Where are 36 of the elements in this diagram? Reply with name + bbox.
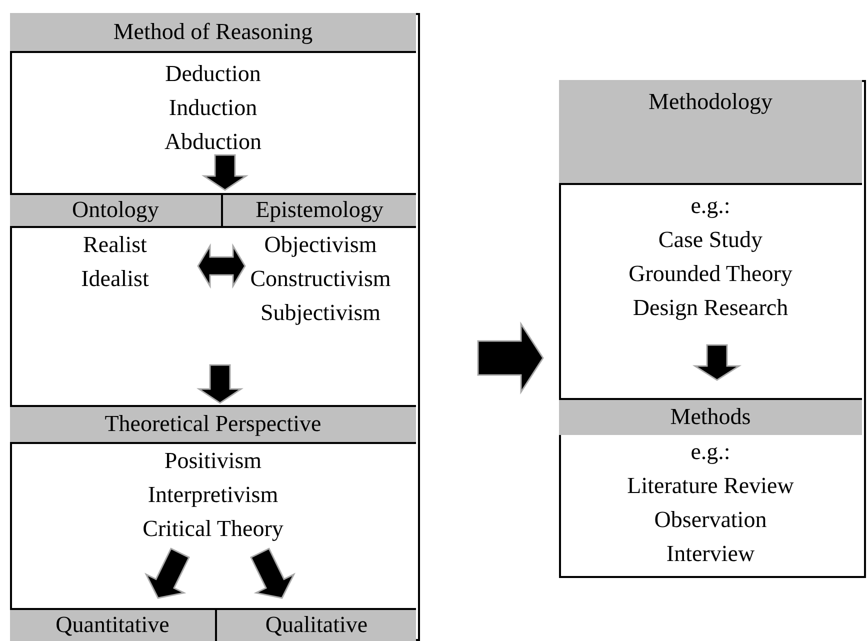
item-label: Idealist [81, 265, 149, 293]
item-label: Objectivism [264, 231, 377, 259]
block-arrow [144, 548, 190, 599]
item-label: e.g.: [690, 438, 730, 466]
item-label: Abduction [164, 128, 262, 156]
item-label: Interpretivism [148, 481, 278, 509]
item-label: Constructivism [250, 265, 391, 293]
item-label: Critical Theory [142, 515, 284, 543]
item-label: Interview [666, 540, 755, 568]
item-label: Design Research [632, 294, 788, 322]
section-header: Quantitative [10, 610, 215, 641]
item-label: Deduction [165, 60, 261, 88]
section-header: Epistemology [221, 193, 416, 228]
block-arrow [692, 344, 742, 381]
panel-box [559, 80, 866, 578]
section-header: Ontology [10, 193, 221, 228]
section-header: Qualitative [215, 610, 416, 641]
block-arrow [202, 154, 248, 191]
section-header: Methods [559, 400, 862, 435]
item-label: Grounded Theory [628, 260, 792, 288]
panel-box [10, 13, 420, 641]
section-header: Method of Reasoning [10, 13, 416, 53]
section-header: Methodology [559, 80, 862, 185]
item-label: Induction [168, 94, 258, 122]
section-header: Theoretical Perspective [10, 407, 416, 444]
item-label: Subjectivism [260, 299, 381, 327]
item-label: e.g.: [690, 192, 730, 220]
block-arrow [477, 321, 544, 395]
item-label: Observation [654, 506, 767, 534]
item-label: Positivism [164, 447, 262, 475]
block-arrow [250, 548, 296, 599]
block-arrow [197, 243, 246, 289]
item-label: Case Study [658, 226, 763, 254]
item-label: Realist [83, 231, 147, 259]
item-label: Literature Review [627, 472, 794, 500]
block-arrow [196, 364, 244, 404]
